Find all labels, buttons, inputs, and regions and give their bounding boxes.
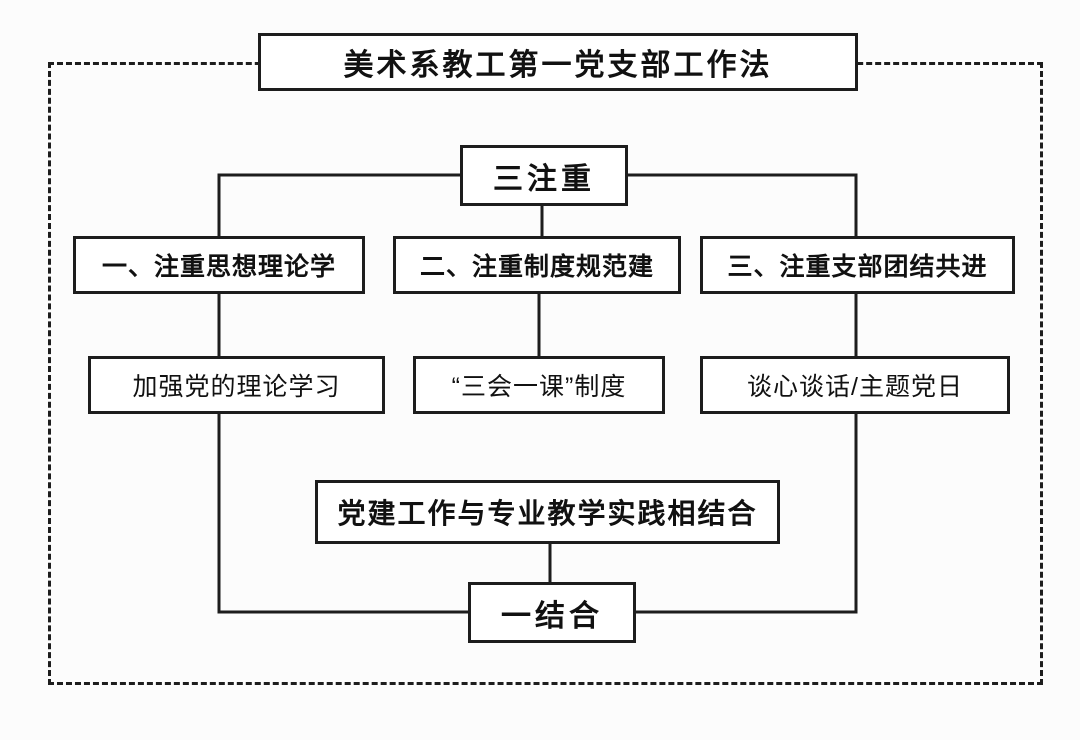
connector-detail1-to-bottom (217, 413, 469, 614)
node-branch2-heading: 二、注重制度规范建 (393, 236, 681, 294)
node-branch3-heading: 三、注重支部团结共进 (700, 236, 1015, 294)
connector-top-to-branch1 (217, 173, 461, 237)
node-three-focuses: 三注重 (460, 145, 628, 206)
node-one-combination: 一结合 (468, 582, 636, 643)
node-branch3-detail: 谈心谈话/主题党日 (700, 356, 1010, 414)
node-branch2-detail: “三会一课”制度 (413, 356, 665, 414)
node-branch1-heading: 一、注重思想理论学 (73, 236, 365, 294)
node-branch1-detail: 加强党的理论学习 (88, 356, 385, 414)
connector-top-to-branch3 (627, 173, 858, 237)
connector-detail3-to-bottom (636, 413, 858, 614)
diagram-title: 美术系教工第一党支部工作法 (258, 33, 858, 91)
node-combine-statement: 党建工作与专业教学实践相结合 (315, 480, 780, 544)
